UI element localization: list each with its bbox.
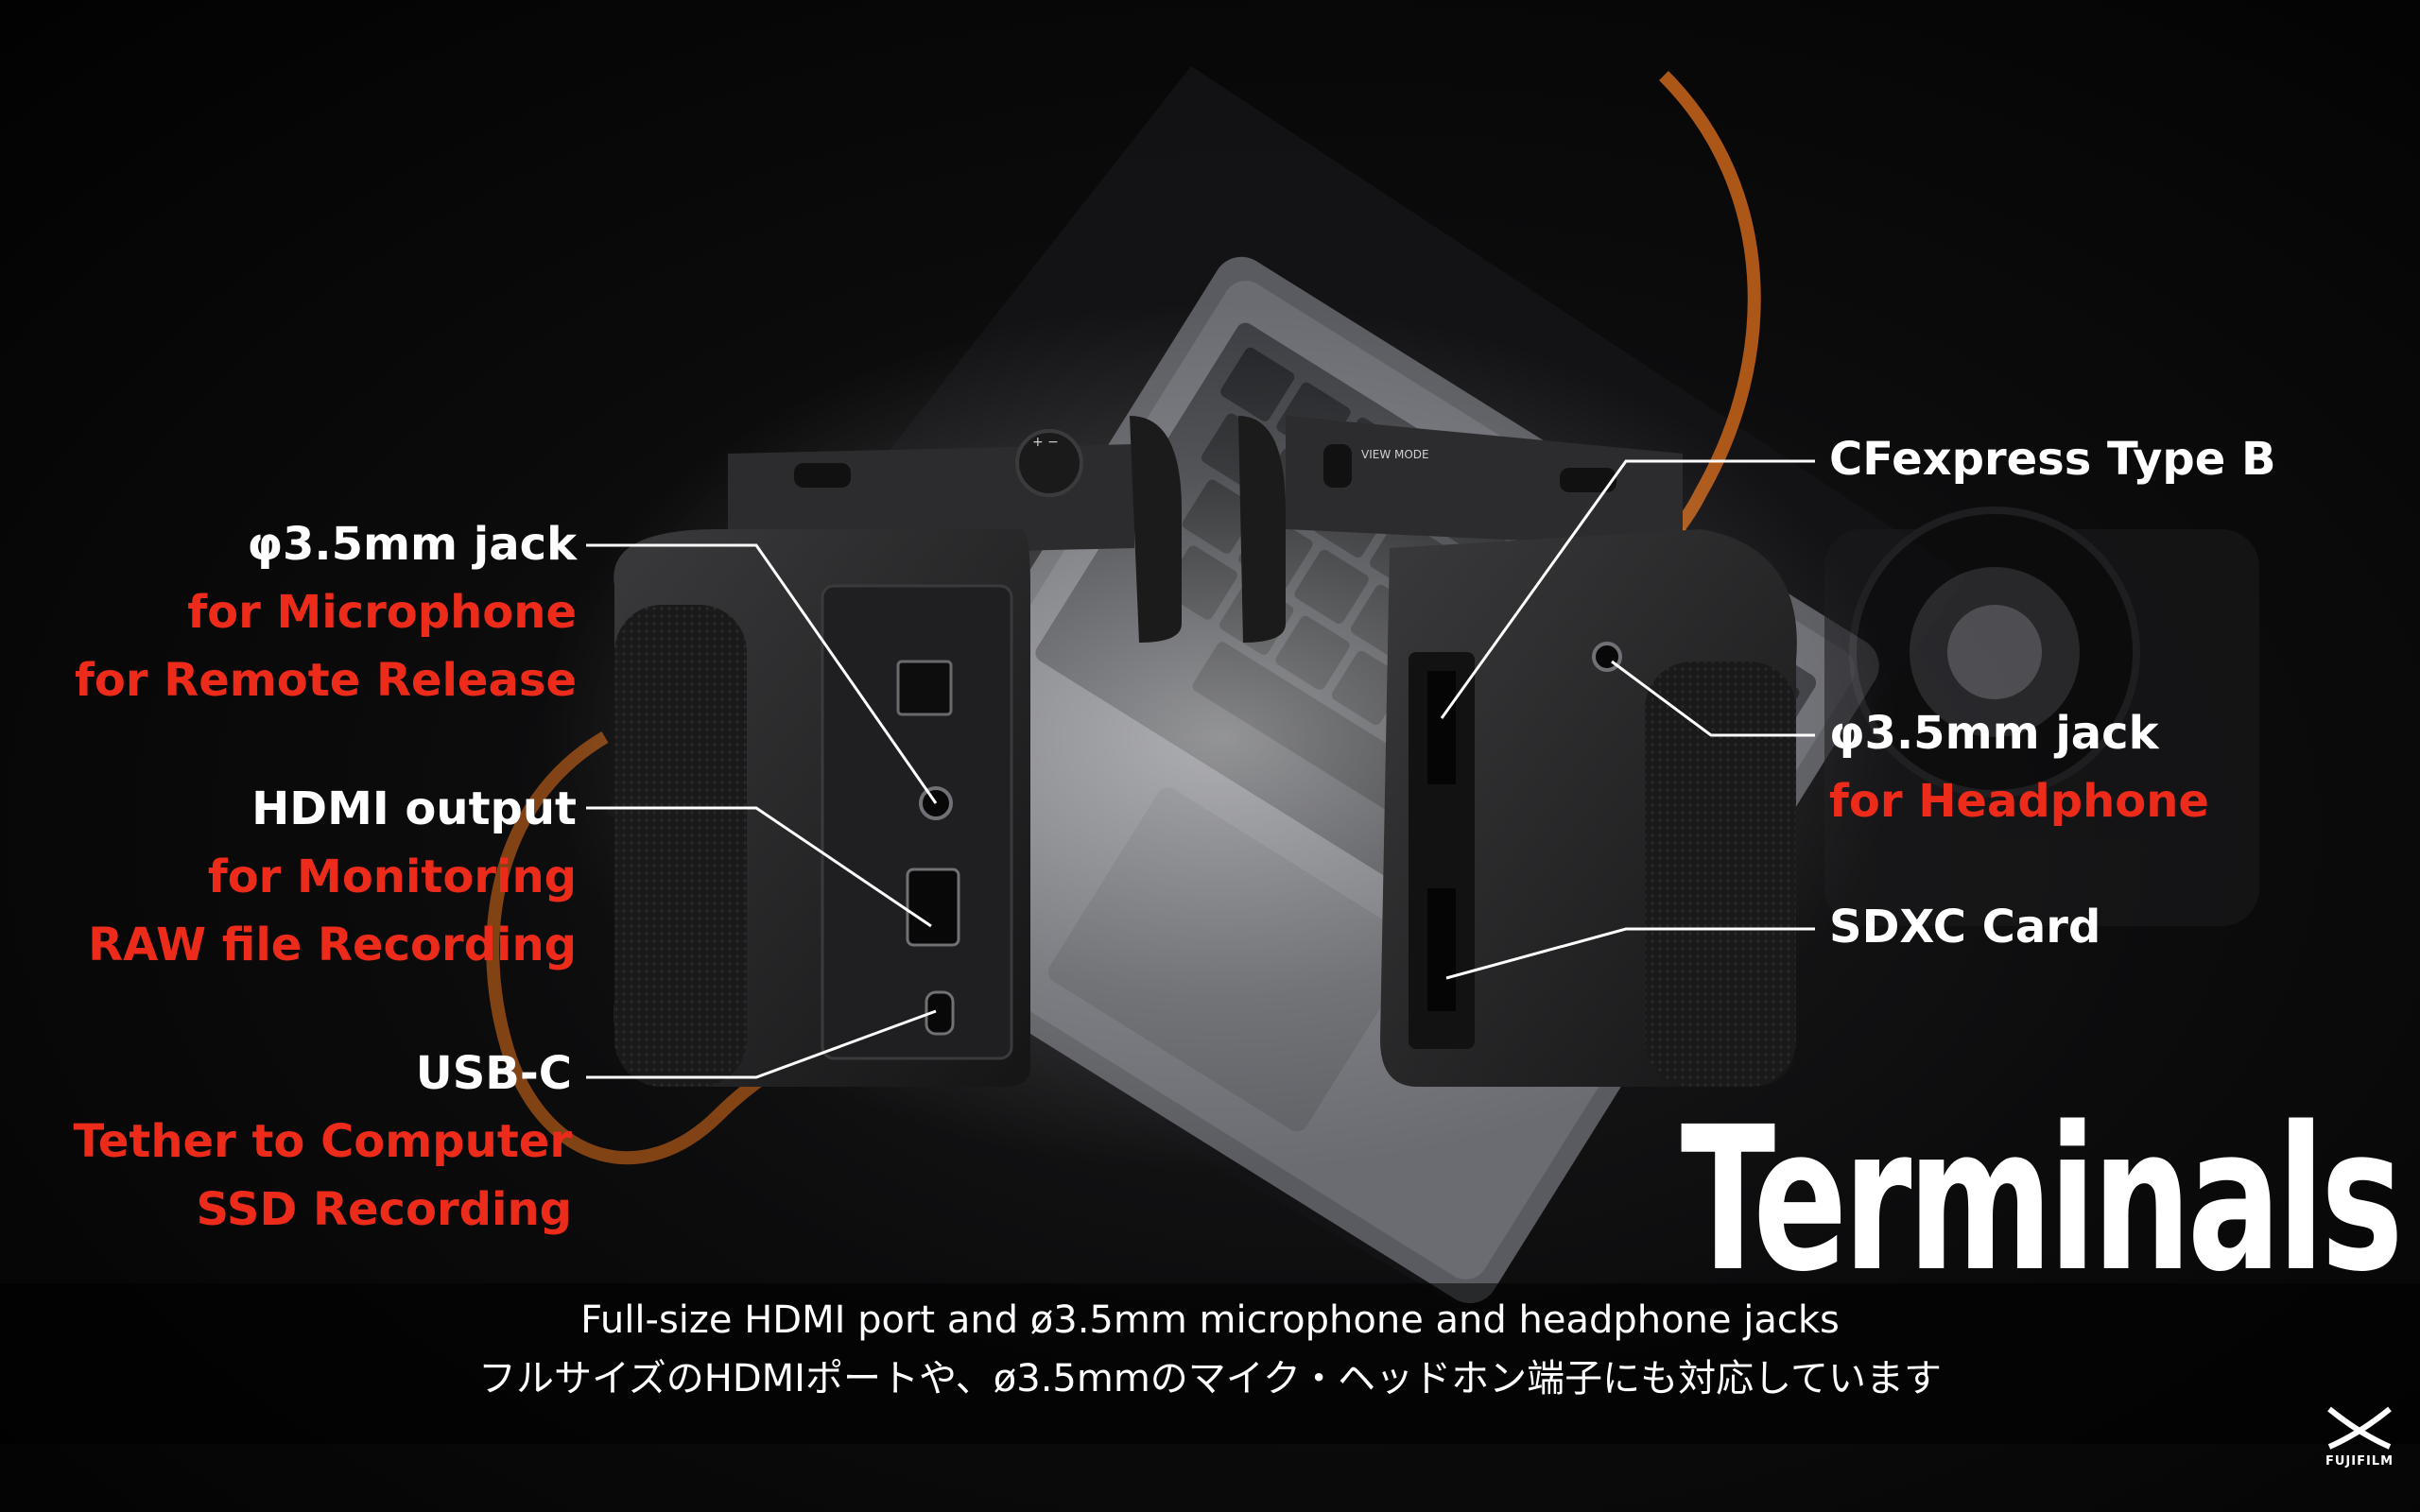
label-hdmi-use-2: RAW file Recording xyxy=(88,919,577,971)
fujifilm-logo: FUJIFILM xyxy=(2322,1405,2397,1469)
label-hdmi: HDMI output xyxy=(251,782,577,835)
section-title: Terminals xyxy=(1680,1084,2404,1315)
label-mic-jack: φ3.5mm jack xyxy=(247,518,577,571)
callout-line-cfexpress xyxy=(1440,459,1815,719)
label-headphone-use: for Headphone xyxy=(1829,775,2209,828)
label-usbc: USB-C xyxy=(415,1047,572,1100)
label-mic-use-2: for Remote Release xyxy=(75,654,577,707)
x-mark-icon xyxy=(2327,1406,2392,1450)
label-cfexpress: CFexpress Type B xyxy=(1829,433,2276,486)
camera-right: VIEW MODE xyxy=(1238,416,1797,1087)
label-headphone-jack: φ3.5mm jack xyxy=(1829,707,2159,760)
label-hdmi-use-1: for Monitoring xyxy=(207,850,577,903)
label-usbc-use-1: Tether to Computer xyxy=(73,1115,572,1168)
callout-line-usbc xyxy=(586,1009,937,1079)
label-mic-use-1: for Microphone xyxy=(187,586,577,639)
callout-line-hdmi xyxy=(586,806,932,928)
label-usbc-use-2: SSD Recording xyxy=(196,1183,573,1236)
subtitle-japanese: フルサイズのHDMIポートや、ø3.5mmのマイク・ヘッドホン端子にも対応してい… xyxy=(477,1357,1942,1400)
callout-line-sdxc xyxy=(1445,927,1815,980)
dial-marks: + − xyxy=(1032,435,1059,450)
camera-left: + − xyxy=(614,416,1182,1087)
callout-lines xyxy=(586,459,1815,1079)
subtitle-bar: Full-size HDMI port and ø3.5mm microphon… xyxy=(0,1283,2420,1444)
label-sdxc: SDXC Card xyxy=(1829,901,2101,954)
subtitle-english: Full-size HDMI port and ø3.5mm microphon… xyxy=(580,1298,1840,1342)
view-mode-button-text: VIEW MODE xyxy=(1361,448,1429,461)
background-camera xyxy=(1824,507,2259,926)
callout-line-headphone xyxy=(1611,660,1815,737)
callout-line-mic xyxy=(586,543,938,804)
brand-text: FUJIFILM xyxy=(2325,1454,2394,1469)
